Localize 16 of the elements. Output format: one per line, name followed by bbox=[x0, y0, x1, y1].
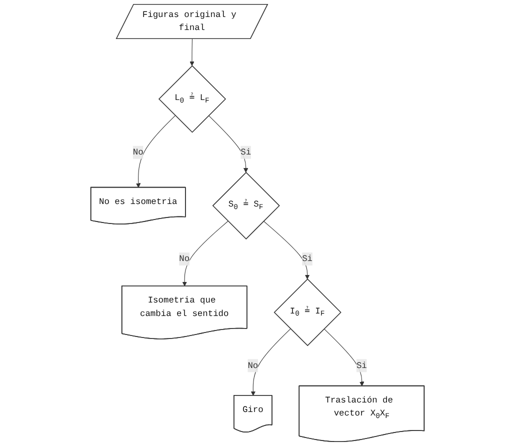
node-diamond: L$_{0}$ ≟ L$_{F}$ bbox=[158, 65, 226, 133]
arrow bbox=[182, 220, 228, 286]
node-diamond: S$_{0}$ ≟ S$_{F}$ bbox=[212, 172, 280, 240]
arrow bbox=[208, 115, 248, 173]
node-diamond: I$_{0}$ ≟ I$_{F}$ bbox=[274, 278, 342, 346]
arrow bbox=[190, 38, 194, 66]
edge-label: No bbox=[248, 360, 258, 371]
edge-label: No bbox=[132, 147, 144, 158]
edge-label: Si bbox=[356, 360, 367, 371]
edge-label: Si bbox=[302, 254, 313, 264]
arrow bbox=[263, 220, 310, 280]
edge-label: No bbox=[179, 254, 190, 264]
arrow bbox=[324, 328, 364, 386]
arrow bbox=[250, 328, 291, 396]
arrow bbox=[136, 115, 176, 188]
edge-label: Si bbox=[240, 147, 252, 158]
